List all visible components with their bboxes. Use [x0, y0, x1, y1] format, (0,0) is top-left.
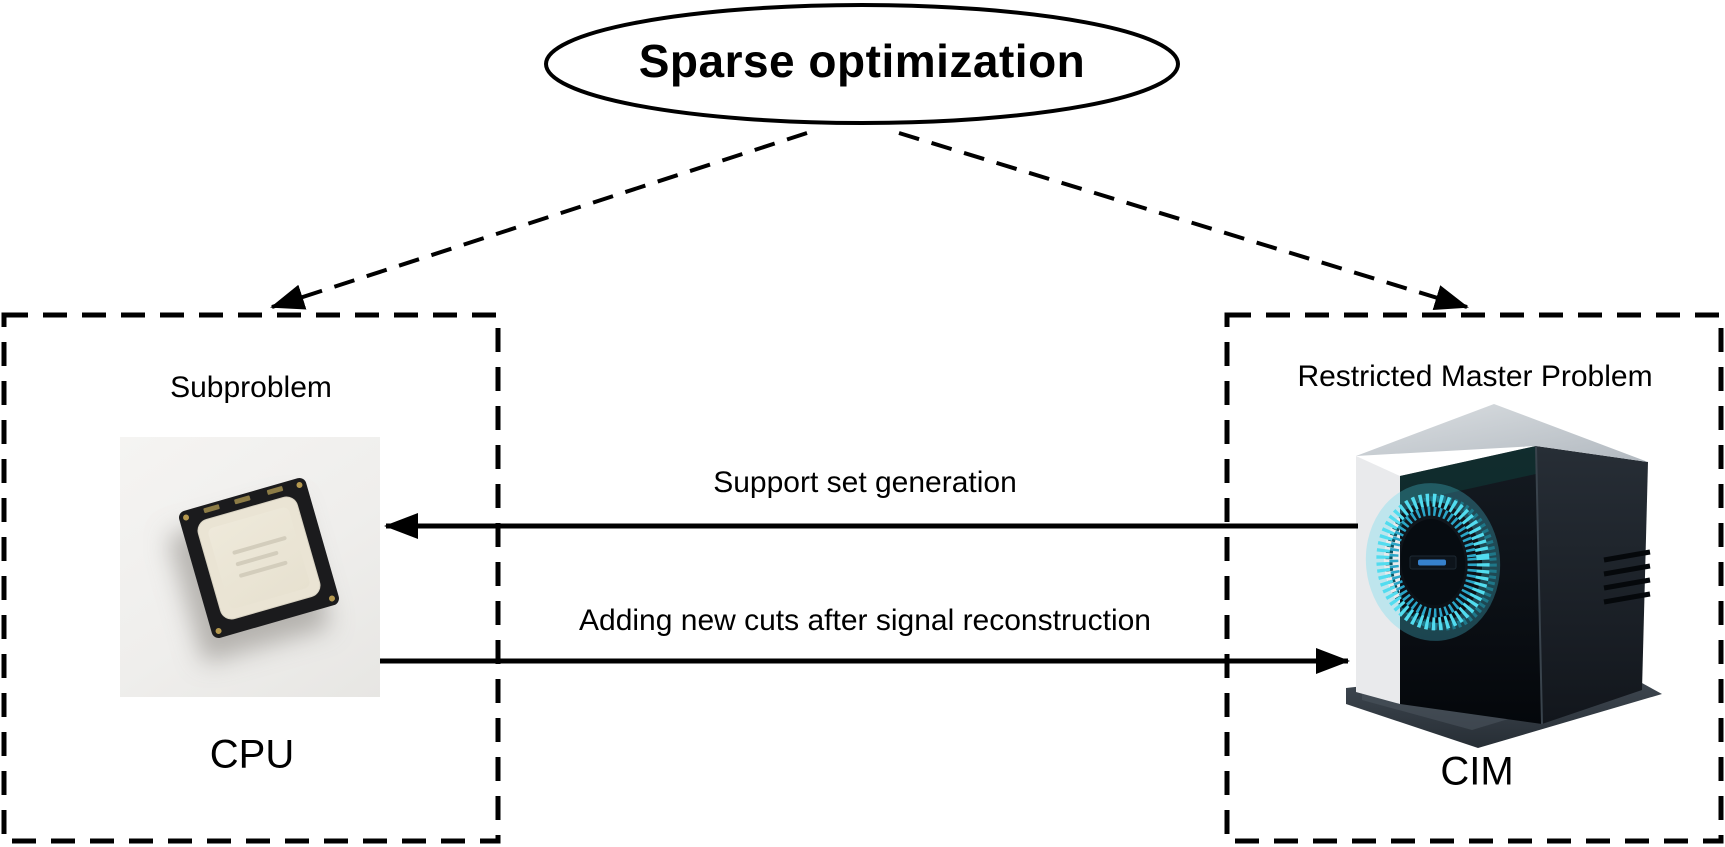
cim-caption: CIM: [1440, 749, 1514, 794]
cpu-gold-pad: [266, 485, 284, 496]
rmp-label: Restricted Master Problem: [1297, 360, 1653, 393]
title-ellipse: [544, 3, 1180, 125]
cpu-pcb: [177, 476, 341, 640]
figure-title: Sparse optimization: [638, 35, 1086, 87]
subproblem-label: Subproblem: [170, 371, 332, 404]
dashed-arrow-to-subproblem: [270, 131, 808, 310]
cpu-heat-spreader: [194, 493, 324, 623]
cpu-corner-dot: [295, 481, 304, 489]
cpu-corner-dot: [182, 513, 190, 522]
cim-front-face: [1400, 446, 1542, 724]
subproblem-box: [1, 312, 501, 844]
cpu-gold-pad: [203, 504, 220, 514]
cpu-heat-spreader-plate: [207, 506, 311, 610]
cim-top-panel: [1356, 404, 1648, 462]
cim-machine-photo: [1346, 404, 1662, 748]
cpu-corner-dot: [328, 594, 336, 603]
cim-white-side-panel: [1356, 456, 1400, 704]
rmp-box: [1224, 312, 1724, 844]
cpu-caption: CPU: [209, 732, 295, 777]
cim-led-ring: [1365, 483, 1501, 641]
cpu-gold-pad: [233, 495, 251, 505]
cpu-marking: [232, 535, 288, 556]
support-set-arrow-label: Support set generation: [713, 466, 1017, 499]
cpu-corner-dot: [214, 627, 223, 635]
dashed-arrow-to-rmp: [898, 131, 1469, 311]
new-cuts-arrow-label: Adding new cuts after signal reconstruct…: [579, 604, 1151, 637]
cim-edge-highlight: [1535, 445, 1543, 725]
cim-inner-glow: [1400, 446, 1536, 504]
cim-logo-badge: [1409, 555, 1457, 570]
cim-vents: [1603, 549, 1651, 605]
cpu-chip-photo: [120, 437, 380, 697]
cim-right-panel: [1536, 446, 1648, 724]
